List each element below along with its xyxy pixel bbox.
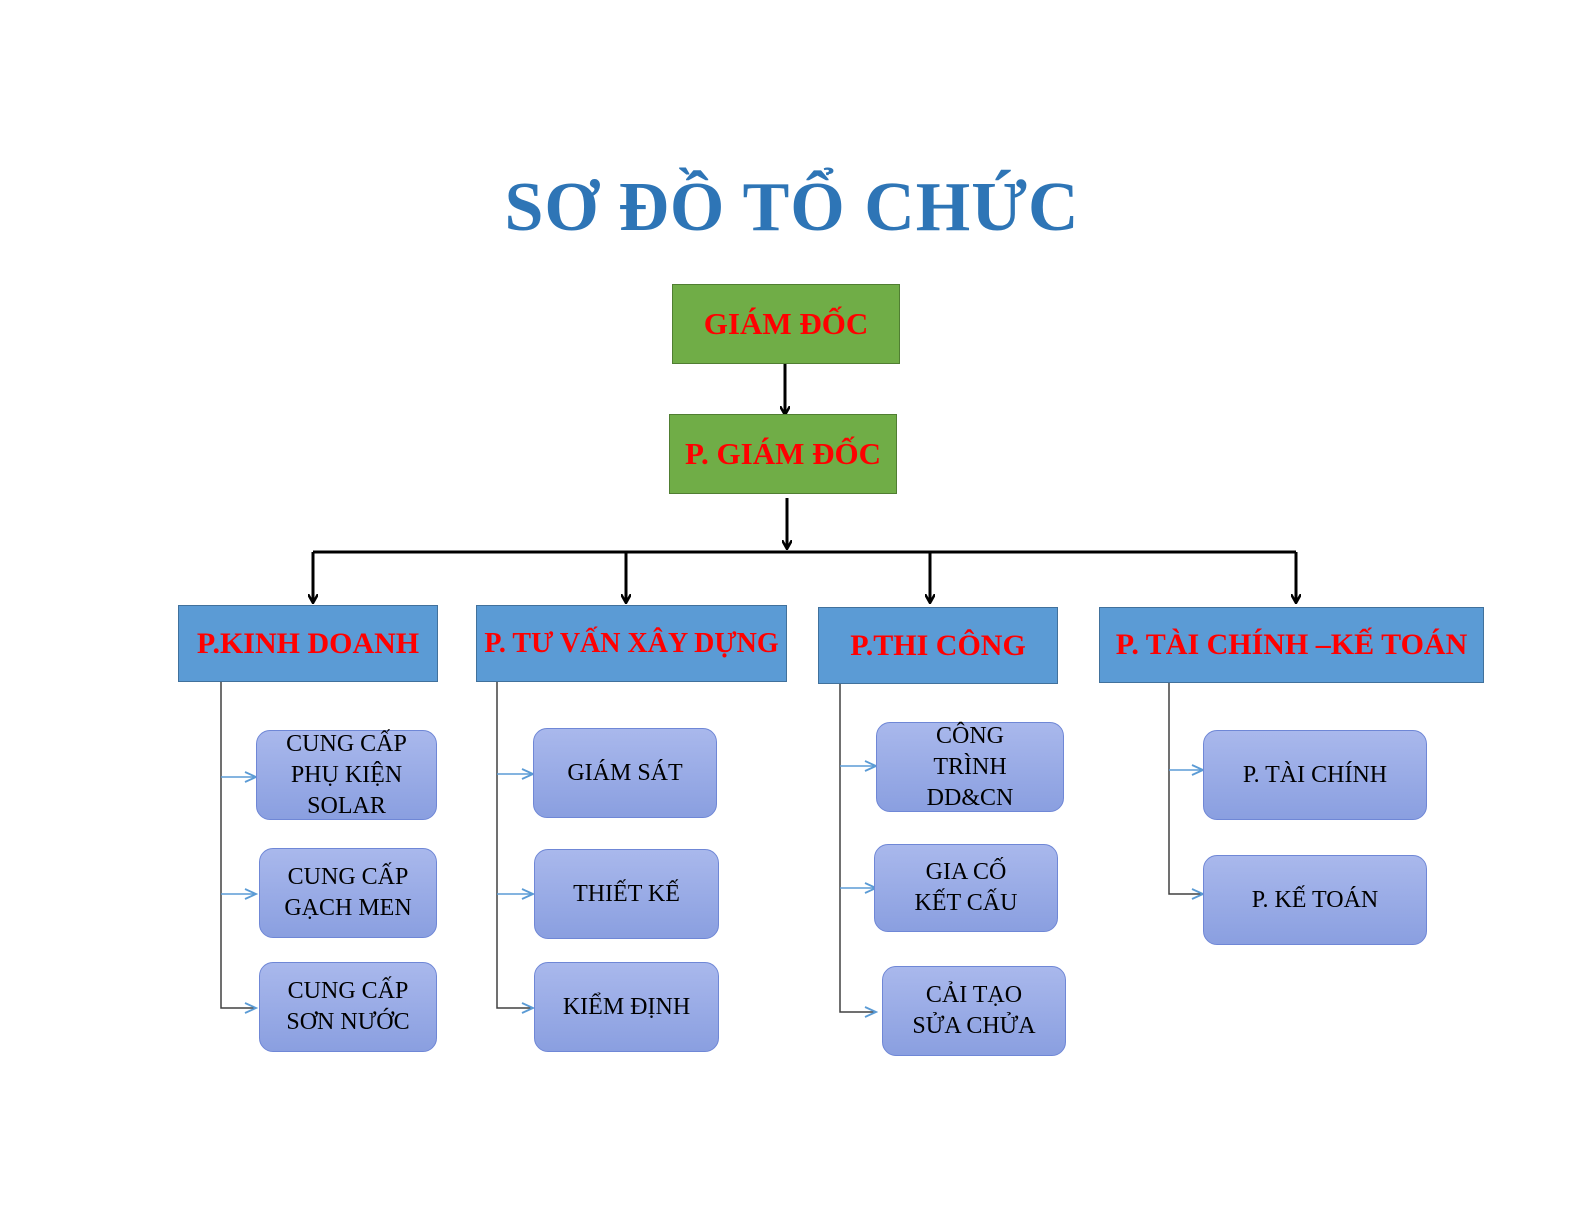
director-box: GIÁM ĐỐC	[672, 284, 900, 364]
unit-gach-men: CUNG CẤP GẠCH MEN	[259, 848, 437, 938]
unit-giam-sat: GIÁM SÁT	[533, 728, 717, 818]
unit-thiet-ke: THIẾT KẾ	[534, 849, 719, 939]
unit-cong-trinh-ddcn: CÔNG TRÌNH DD&CN	[876, 722, 1064, 812]
tree-kinh-doanh	[220, 682, 256, 1008]
tree-tai-chinh	[1168, 682, 1203, 894]
unit-tai-chinh: P. TÀI CHÍNH	[1203, 730, 1427, 820]
unit-phu-kien-solar: CUNG CẤP PHỤ KIỆN SOLAR	[256, 730, 437, 820]
unit-kiem-dinh: KIỂM ĐỊNH	[534, 962, 719, 1052]
dept-tu-van-xay-dung: P. TƯ VẤN XÂY DỰNG	[476, 605, 787, 682]
dept-tai-chinh-ke-toan: P. TÀI CHÍNH –KẾ TOÁN	[1099, 607, 1484, 683]
dept-kinh-doanh: P.KINH DOANH	[178, 605, 438, 682]
unit-ke-toan: P. KẾ TOÁN	[1203, 855, 1427, 945]
tree-thi-cong	[839, 684, 876, 1012]
page-title: SƠ ĐỒ TỔ CHỨC	[504, 169, 1080, 246]
dept-thi-cong: P.THI CÔNG	[818, 607, 1058, 684]
unit-gia-co-ket-cau: GIA CỐ KẾT CẤU	[874, 844, 1058, 932]
unit-son-nuoc: CUNG CẤP SƠN NƯỚC	[259, 962, 437, 1052]
tree-tu-van	[496, 682, 533, 1008]
deputy-director-box: P. GIÁM ĐỐC	[669, 414, 897, 494]
unit-cai-tao-sua-chua: CẢI TẠO SỬA CHỬA	[882, 966, 1066, 1056]
